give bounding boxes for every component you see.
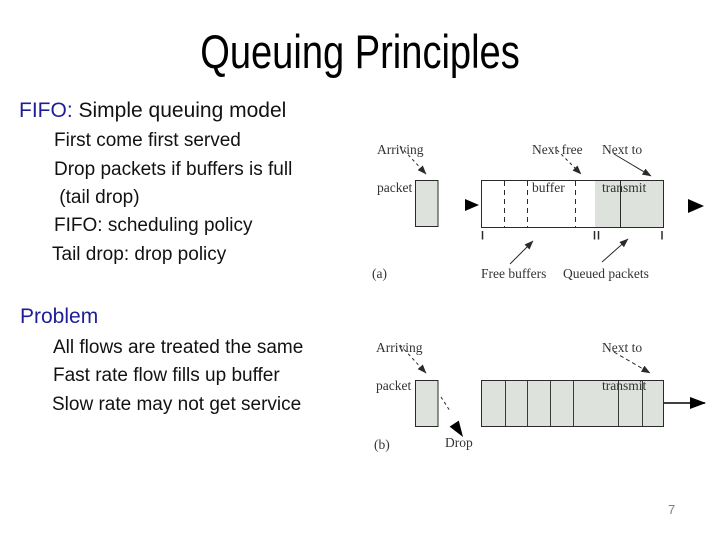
arrow-free-buffers xyxy=(509,240,534,265)
caption-a: (a) xyxy=(372,266,387,281)
label-next-free-buffer: Next free buffer xyxy=(532,119,583,207)
label-next-to-transmit-a-line2: transmit xyxy=(602,179,647,195)
label-arriving-packet-b-line2: packet xyxy=(376,377,412,393)
fifo-bullet-5: Tail drop: drop policy xyxy=(52,244,227,265)
problem-bullet-2: Fast rate flow fills up buffer xyxy=(53,365,280,386)
fifo-heading: FIFO: Simple queuing model xyxy=(19,100,286,121)
fifo-bullet-3: (tail drop) xyxy=(54,187,140,208)
problem-bullet-3: Slow rate may not get service xyxy=(52,394,302,415)
label-arriving-packet-a-line1: Arriving xyxy=(377,142,424,157)
label-queued-packets: Queued packets xyxy=(563,266,649,281)
fifo-bullet-2: Drop packets if buffers is full xyxy=(54,159,293,180)
arrow-drop-line xyxy=(440,396,451,412)
label-next-to-transmit-b-line1: Next to xyxy=(602,340,643,355)
output-arrowhead-a xyxy=(688,199,704,213)
caption-b: (b) xyxy=(374,437,390,452)
label-next-to-transmit-b-line2: transmit xyxy=(602,377,647,393)
label-next-to-transmit-b: Next to transmit xyxy=(602,317,646,405)
label-arriving-packet-a: Arriving packet xyxy=(377,119,424,207)
problem-heading: Problem xyxy=(20,305,99,328)
label-next-to-transmit-a-line1: Next to xyxy=(602,142,643,157)
input-arrowhead-a xyxy=(465,199,479,211)
label-drop: Drop xyxy=(445,435,473,450)
arrow-queued-packets xyxy=(601,238,629,263)
label-next-free-buffer-line2: buffer xyxy=(532,179,565,195)
label-free-buffers: Free buffers xyxy=(481,266,547,281)
fifo-bullet-1: First come first served xyxy=(54,130,241,151)
fifo-bullet-4: FIFO: scheduling policy xyxy=(54,215,253,236)
label-next-to-transmit-a: Next to transmit xyxy=(602,119,646,207)
problem-bullet-1: All flows are treated the same xyxy=(53,337,304,358)
label-arriving-packet-a-line2: packet xyxy=(377,179,413,195)
page-number: 7 xyxy=(668,502,676,517)
fifo-heading-keyword: FIFO: xyxy=(19,99,73,122)
label-next-free-buffer-line1: Next free xyxy=(532,142,583,157)
page-title: Queuing Principles xyxy=(200,25,520,78)
fifo-heading-rest: Simple queuing model xyxy=(72,99,287,122)
label-arriving-packet-b: Arriving packet xyxy=(376,317,423,405)
label-arriving-packet-b-line1: Arriving xyxy=(376,340,423,355)
